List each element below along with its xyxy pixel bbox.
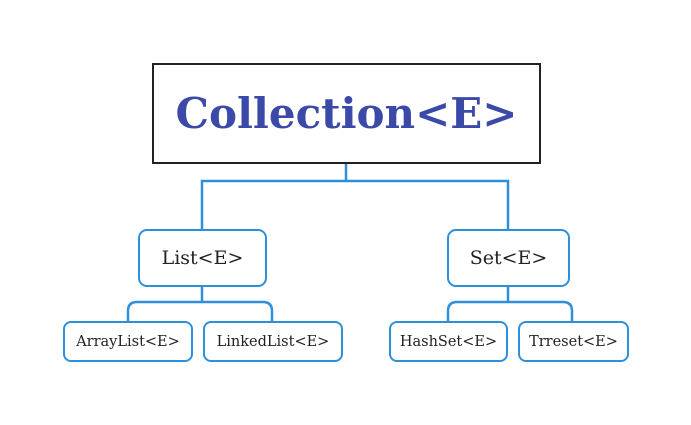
linkedlist-node: LinkedList<E> [203,321,343,362]
arraylist-node: ArrayList<E> [63,321,193,362]
collection-root-node: Collection<E> [152,63,541,164]
hashset-node: HashSet<E> [389,321,508,362]
treeset-node: Trreset<E> [518,321,629,362]
set-to-implementations-connector [446,287,574,321]
root-to-interfaces-connector [200,164,510,229]
set-interface-node: Set<E> [447,229,570,287]
list-to-implementations-connector [126,287,274,321]
list-interface-node: List<E> [138,229,267,287]
